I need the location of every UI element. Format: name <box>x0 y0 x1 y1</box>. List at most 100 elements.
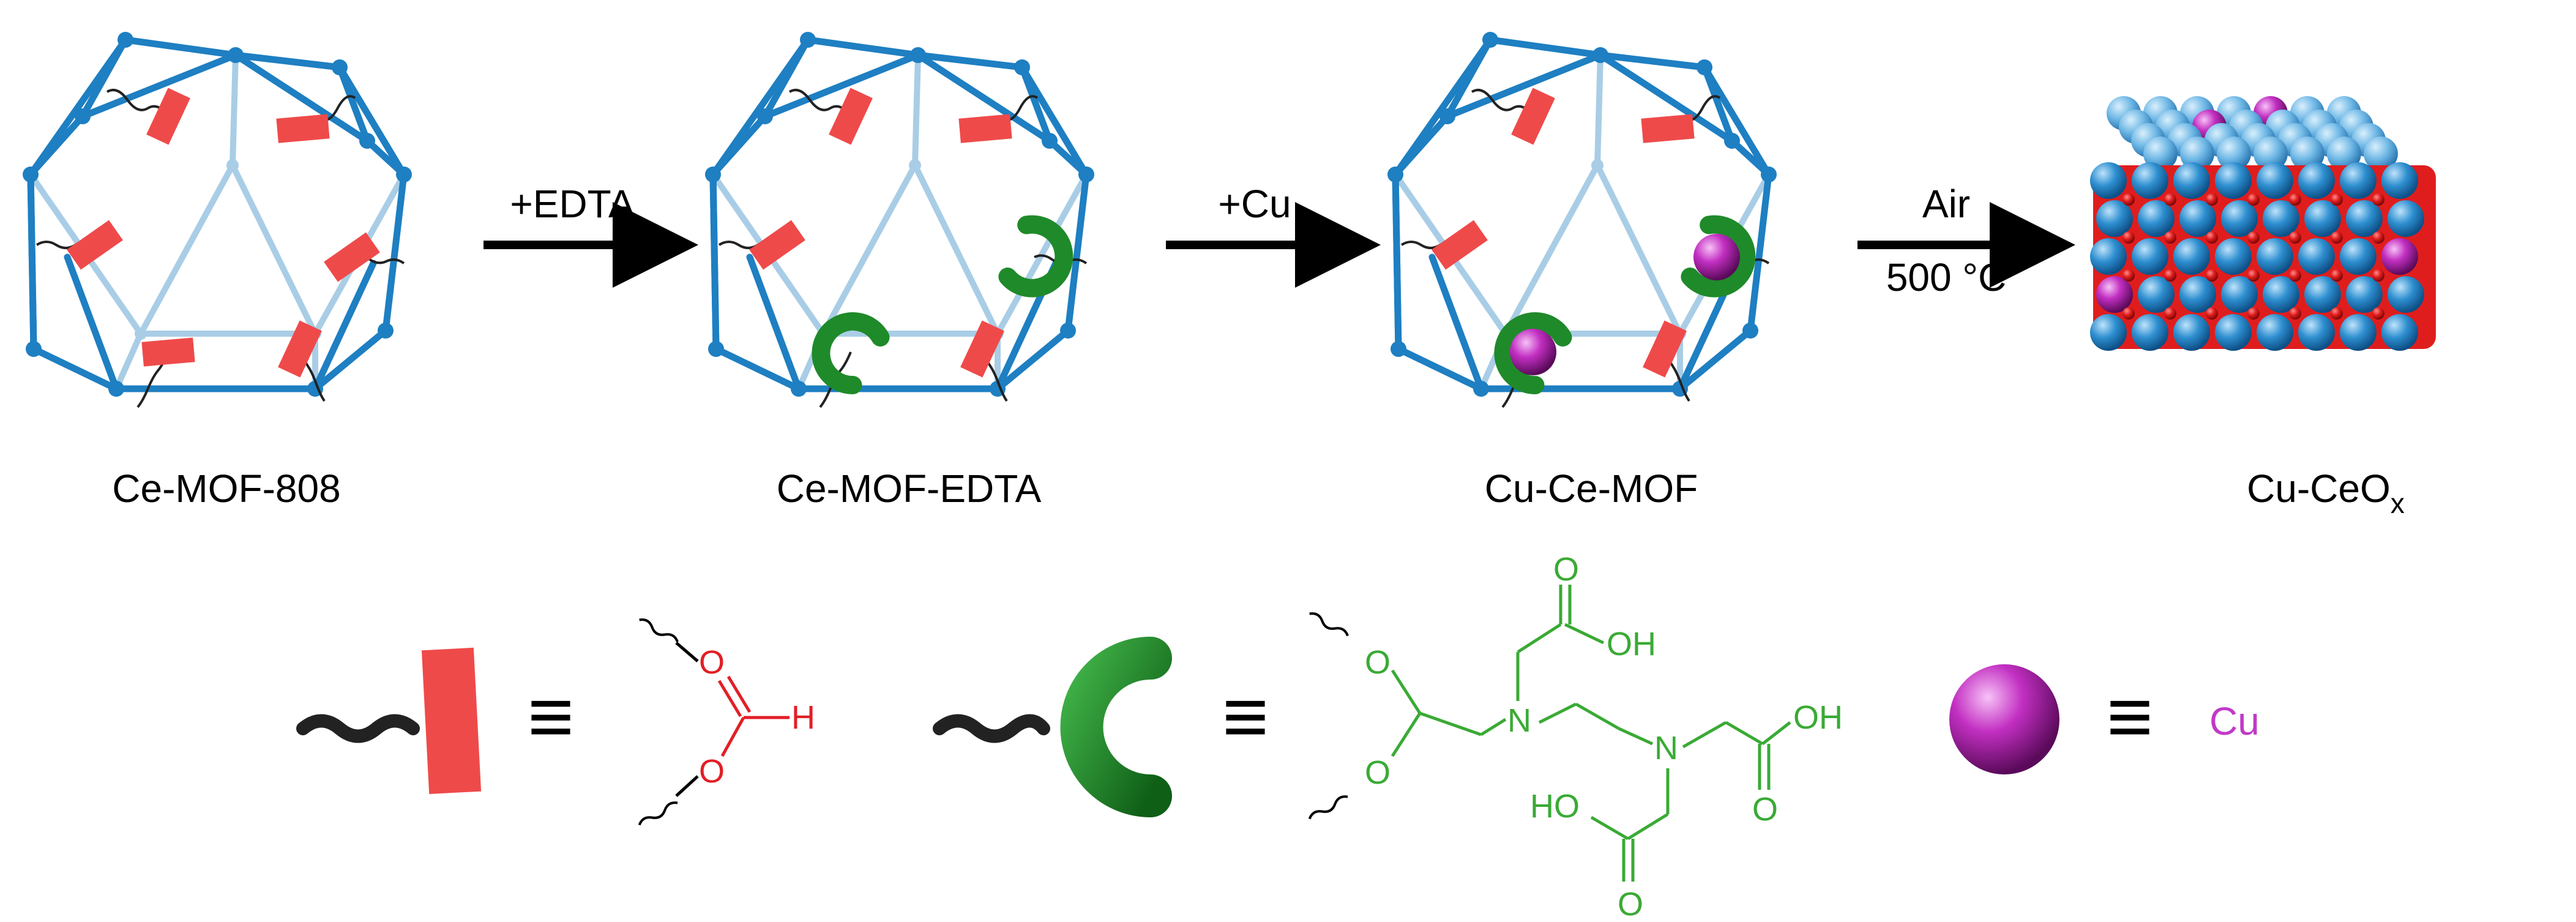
cage-inner-edge <box>995 173 1089 335</box>
cage-node <box>1697 59 1712 75</box>
cage-edge <box>64 253 120 392</box>
cage-edge <box>709 171 720 353</box>
formate-linker-block <box>749 220 805 270</box>
formate-linker-block <box>324 232 380 282</box>
cage-edge <box>746 253 802 392</box>
cage-node <box>1473 381 1489 397</box>
ceox-ce-atom <box>2221 276 2258 313</box>
ceox-ce-atom <box>2090 162 2127 199</box>
cage-cu-ce-mof <box>1387 32 1777 408</box>
legend-equiv-3: ≡ <box>2107 672 2153 761</box>
cage-edge <box>1428 253 1485 392</box>
ceox-o-atom <box>2331 307 2343 320</box>
cage-edge <box>122 36 239 59</box>
linker-tether <box>788 89 852 118</box>
ceox-o-atom <box>2289 193 2301 206</box>
formate-h: H <box>791 699 815 736</box>
legend-cu-sphere <box>1949 664 2059 774</box>
cage-inner-edge <box>1503 163 1600 335</box>
ceox-ce-atom <box>2215 238 2252 275</box>
cage-edge <box>79 36 129 120</box>
cage-node <box>118 32 133 48</box>
formate-linker-block <box>1432 220 1488 270</box>
cage-inner-edge <box>1594 163 1683 335</box>
cage-edge <box>27 171 37 353</box>
ceox-ce-atom <box>2132 238 2168 275</box>
formate-linker-block <box>1641 114 1695 143</box>
cage-node <box>800 32 816 48</box>
ceox-ce-atom <box>2257 314 2293 351</box>
cage-edge <box>79 51 239 120</box>
cage-edge <box>27 113 86 178</box>
cage-node <box>1060 323 1076 339</box>
edta-o-bottom: O <box>1365 754 1391 791</box>
cage-edge <box>709 113 769 178</box>
ceox-o-atom <box>2206 269 2218 282</box>
edta-linker-c <box>812 312 890 394</box>
ceox-ce-atom <box>2173 314 2210 351</box>
stage-label-ce-mof-edta: Ce-MOF-EDTA <box>777 467 1042 511</box>
arrow-label-air: Air <box>1922 182 1970 226</box>
ceox-ce-atom <box>2387 276 2424 313</box>
cage-node <box>1391 341 1406 357</box>
ceox-ce-atom <box>2132 314 2168 351</box>
ceox-o-atom <box>2164 193 2176 206</box>
cage-edge <box>1701 64 1736 144</box>
arrow-label-cu: +Cu <box>1218 182 1291 226</box>
cage-node <box>1724 133 1740 149</box>
edta-oh-2: OH <box>1793 699 1843 736</box>
cage-node <box>396 167 412 182</box>
ceox-o-atom <box>2289 307 2301 320</box>
formate-structure: O H O <box>638 618 815 826</box>
ceox-ce-atom <box>2179 200 2216 237</box>
cage-edge <box>1392 113 1451 178</box>
ceox-ce-atom <box>2173 162 2210 199</box>
ceox-top-atom <box>2143 137 2178 171</box>
cage-edge <box>1597 51 1708 71</box>
ceox-o-atom <box>2247 193 2260 206</box>
cage-ce-mof-edta <box>705 32 1094 408</box>
cage-inner-edge <box>912 163 1001 335</box>
cage-edge <box>1487 36 1604 59</box>
cage-node <box>708 341 724 357</box>
cage-node <box>910 47 926 63</box>
cage-edge <box>364 137 408 178</box>
formate-linker-block <box>829 88 873 145</box>
edta-n1: N <box>1507 702 1531 739</box>
cage-edge <box>30 345 120 392</box>
cage-edge <box>1597 51 1736 144</box>
cage-node <box>1592 47 1608 63</box>
cage-edge <box>712 345 802 392</box>
cage-edge <box>1676 327 1754 392</box>
cage-edge <box>1046 137 1090 178</box>
ceox-o-atom <box>2122 307 2135 320</box>
cage-inner-node <box>135 328 147 340</box>
cage-edge <box>1444 36 1494 120</box>
cage-edge <box>914 51 1053 144</box>
ceox-ce-atom <box>2263 200 2299 237</box>
cage-edge <box>994 327 1072 392</box>
ceox-ce-atom <box>2215 162 2252 199</box>
ceox-ce-atom <box>2381 162 2418 199</box>
cu-ion-sphere <box>1510 329 1556 375</box>
ceox-top-atom <box>2364 137 2398 171</box>
cage-edge <box>761 36 812 120</box>
ceox-ce-atom <box>2340 314 2376 351</box>
ceox-ce-atom <box>2387 200 2424 237</box>
cage-node <box>332 59 348 75</box>
stage-label-cu-ceox: Cu-CeOx <box>2247 467 2405 519</box>
cage-node <box>1761 167 1777 182</box>
ceox-ce-atom <box>2257 238 2293 275</box>
ceox-ce-atom <box>2138 276 2175 313</box>
arrow-label-temperature: 500 °C <box>1886 255 2006 299</box>
ceox-o-atom <box>2247 231 2260 244</box>
cage-node <box>1387 167 1403 182</box>
ceox-ce-atom <box>2221 200 2258 237</box>
ceox-o-atom <box>2206 307 2218 320</box>
ceox-o-atom <box>2122 269 2135 282</box>
cage-edge <box>312 260 377 392</box>
ceox-o-atom <box>2331 193 2343 206</box>
ceox-o-atom <box>2372 269 2384 282</box>
edta-linker-c <box>1494 312 1572 394</box>
